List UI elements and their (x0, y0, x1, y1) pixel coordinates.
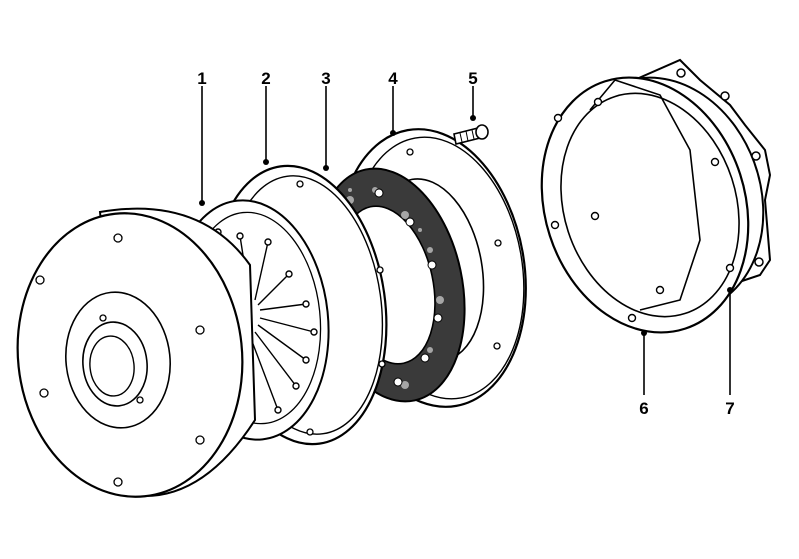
housing-ring (540, 76, 750, 334)
callout-7: 7 (725, 399, 734, 418)
housing-bolt-holes (550, 97, 735, 323)
callout-5: 5 (468, 69, 477, 88)
callout-labels: 1 2 3 4 5 6 7 (197, 69, 734, 418)
flywheel (16, 207, 257, 498)
callout-leaders (199, 86, 733, 395)
callout-1: 1 (197, 69, 206, 88)
callout-3: 3 (321, 69, 330, 88)
callout-4: 4 (388, 69, 398, 88)
callout-6: 6 (639, 399, 648, 418)
callout-2: 2 (261, 69, 270, 88)
bolt (453, 124, 489, 145)
